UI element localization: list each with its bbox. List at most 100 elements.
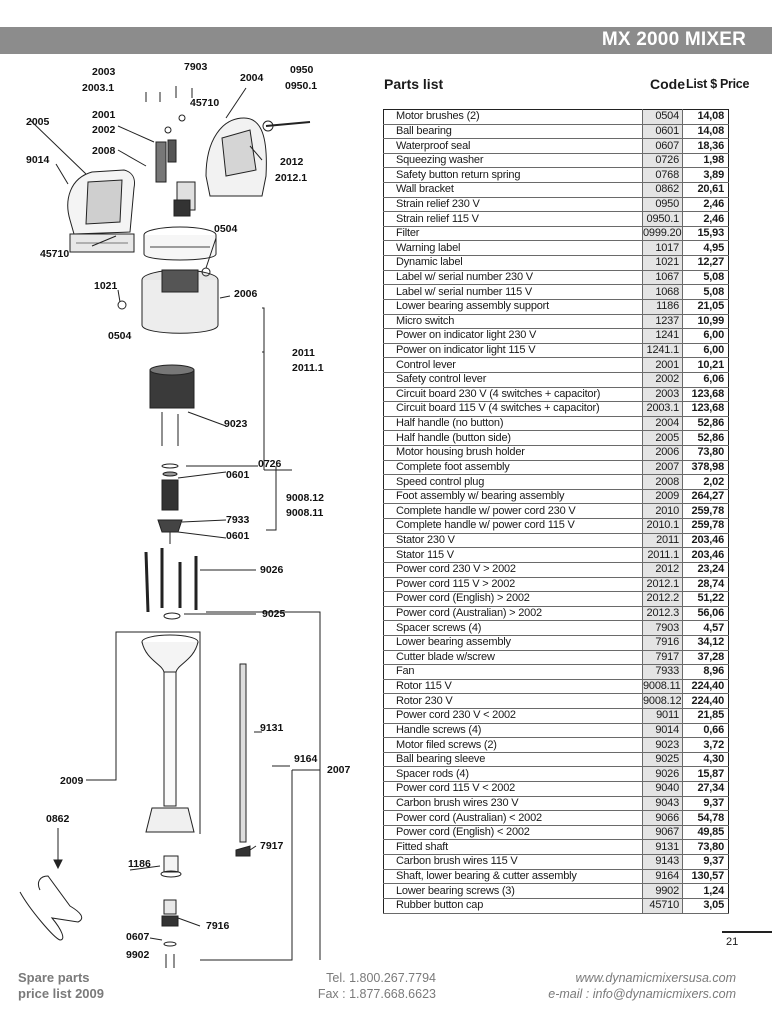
part-description: Safety button return spring	[383, 167, 643, 184]
callout-2005: 2005	[26, 116, 50, 128]
footer-title: Spare parts price list 2009	[18, 970, 104, 1002]
part-description: Power on indicator light 230 V	[383, 328, 643, 344]
callout-0607: 0607	[126, 931, 150, 943]
part-price: 203,46	[682, 547, 729, 563]
part-code: 2008	[642, 474, 683, 490]
part-price: 6,00	[682, 328, 729, 344]
part-code: 9040	[642, 781, 683, 797]
page-number: 21	[726, 936, 739, 948]
part-price: 5,08	[682, 270, 729, 286]
part-price: 203,46	[682, 533, 729, 549]
part-description: Cutter blade w/screw	[383, 650, 643, 666]
callout-9026: 9026	[260, 564, 284, 576]
part-price: 1,24	[682, 883, 729, 899]
part-code: 1021	[642, 255, 683, 271]
part-price: 2,46	[682, 197, 729, 213]
part-code: 0768	[642, 167, 683, 184]
part-description: Label w/ serial number 230 V	[383, 270, 643, 286]
part-price: 28,74	[682, 577, 729, 593]
callout-0862: 0862	[46, 813, 70, 825]
callout-2009: 2009	[60, 775, 84, 787]
footer-online: www.dynamicmixersusa.com e-mail : info@d…	[470, 970, 736, 1002]
part-description: Handle screws (4)	[383, 723, 643, 739]
footer-website[interactable]: www.dynamicmixersusa.com	[575, 971, 736, 985]
part-price: 3,72	[682, 737, 729, 753]
part-description: Lower bearing assembly	[383, 635, 643, 651]
part-code: 1241.1	[642, 343, 683, 359]
part-description: Spacer screws (4)	[383, 620, 643, 636]
part-code: 9023	[642, 737, 683, 753]
page-title: MX 2000 MIXER	[601, 29, 746, 50]
part-code: 0862	[642, 182, 683, 198]
callout-9164: 9164	[294, 753, 318, 765]
part-code: 9066	[642, 810, 683, 826]
part-description: Filter	[383, 226, 643, 242]
part-price: 4,95	[682, 240, 729, 257]
part-description: Power cord (English) < 2002	[383, 825, 643, 841]
part-code: 2002	[642, 372, 683, 388]
part-code: 2012.2	[642, 591, 683, 607]
part-description: Ball bearing sleeve	[383, 752, 643, 768]
part-description: Half handle (button side)	[383, 430, 643, 447]
part-code: 2007	[642, 460, 683, 476]
footer-email[interactable]: e-mail : info@dynamicmixers.com	[548, 987, 736, 1001]
part-price: 130,57	[682, 869, 729, 885]
part-description: Spacer rods (4)	[383, 766, 643, 783]
part-price: 9,37	[682, 796, 729, 812]
part-description: Lower bearing assembly support	[383, 299, 643, 315]
part-description: Power cord (Australian) < 2002	[383, 810, 643, 826]
part-price: 3,89	[682, 167, 729, 184]
part-description: Control lever	[383, 357, 643, 373]
part-code: 2006	[642, 445, 683, 461]
part-code: 1237	[642, 314, 683, 330]
callout-2007: 2007	[327, 764, 351, 776]
part-code: 2010	[642, 503, 683, 520]
parts-list-title: Parts list	[384, 76, 444, 92]
part-price: 3,05	[682, 898, 729, 914]
header-bar: MX 2000 MIXER	[0, 27, 772, 54]
part-price: 37,28	[682, 650, 729, 666]
part-price: 12,27	[682, 255, 729, 271]
part-description: Carbon brush wires 230 V	[383, 796, 643, 812]
part-description: Stator 115 V	[383, 547, 643, 563]
part-code: 2009	[642, 489, 683, 505]
part-code: 9026	[642, 766, 683, 783]
part-code: 0726	[642, 153, 683, 169]
callout-7916: 7916	[206, 920, 230, 932]
callout-2001: 2001	[92, 109, 116, 121]
part-code: 9025	[642, 752, 683, 768]
callout-9025: 9025	[262, 608, 286, 620]
part-price: 54,78	[682, 810, 729, 826]
part-description: Power cord (English) > 2002	[383, 591, 643, 607]
callout-2003-1: 2003.1	[82, 82, 115, 94]
part-description: Fan	[383, 664, 643, 680]
part-code: 2011	[642, 533, 683, 549]
part-code: 9043	[642, 796, 683, 812]
callout-2012-1: 2012.1	[275, 172, 308, 184]
callout-1186: 1186	[128, 858, 151, 870]
part-description: Power cord 230 V > 2002	[383, 562, 643, 578]
part-price: 20,61	[682, 182, 729, 198]
diagram-drawing	[19, 86, 321, 968]
